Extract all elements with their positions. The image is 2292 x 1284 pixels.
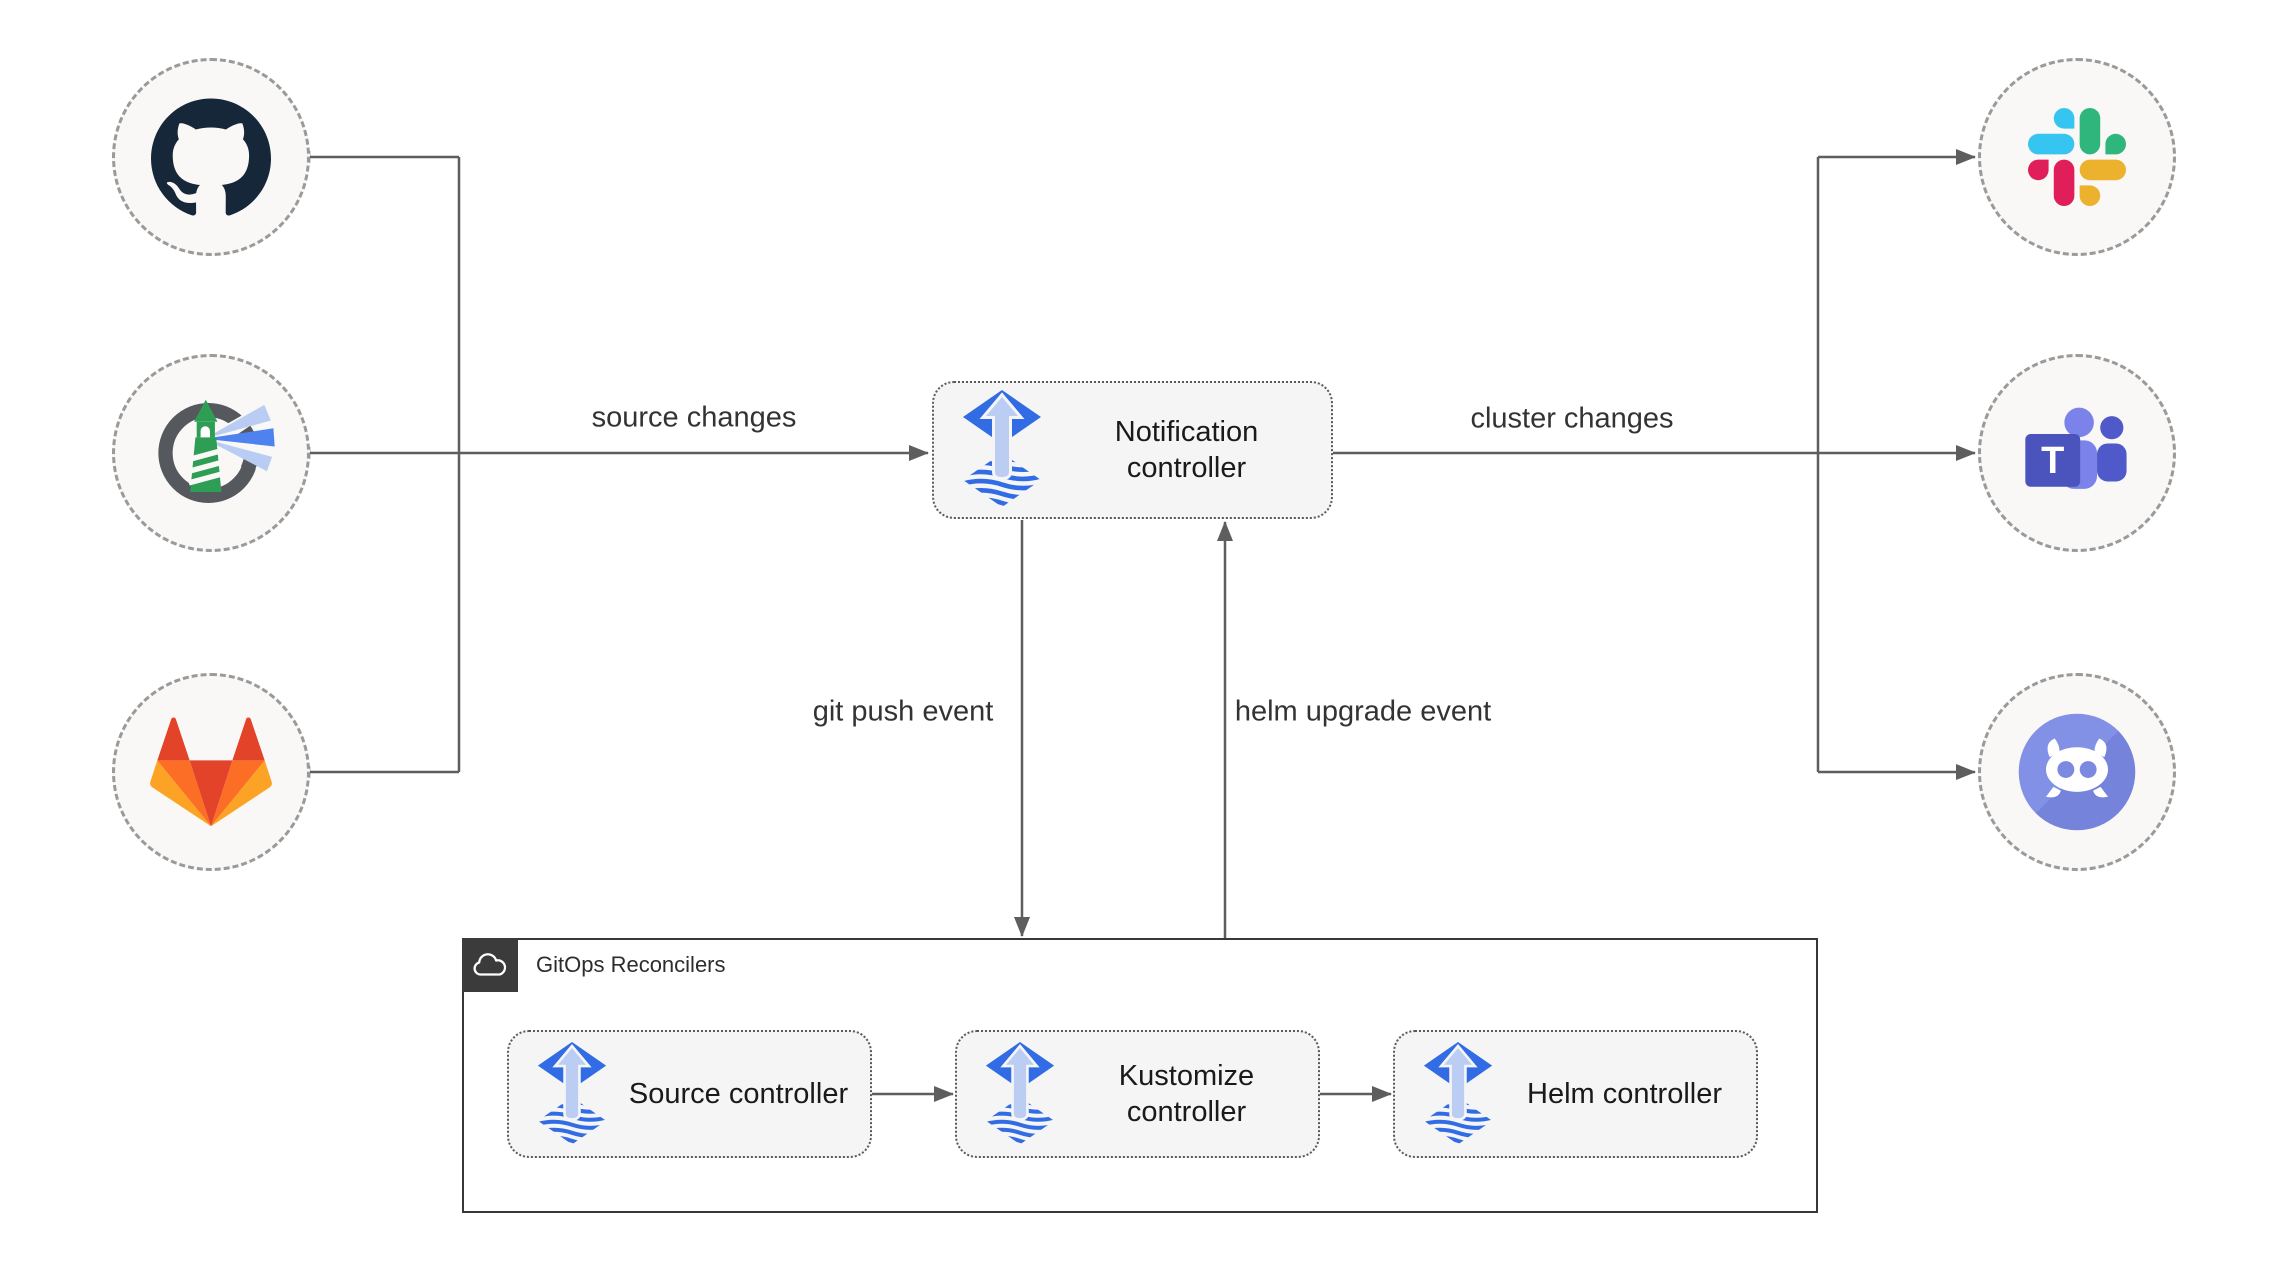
cloud-icon — [473, 953, 507, 976]
slack-icon — [2028, 108, 2126, 206]
source-node-github — [112, 58, 310, 256]
helm-controller-node: Helm controller — [1393, 1030, 1758, 1158]
source-controller-node: Source controller — [507, 1030, 872, 1158]
flux-icon — [963, 390, 1041, 507]
github-icon — [151, 98, 271, 216]
kustomize-controller-label: Kustomize controller — [1118, 1060, 1255, 1128]
gitlab-icon — [150, 717, 272, 827]
target-node-teams: T — [1978, 354, 2176, 552]
edge-label-helm-upgrade-event: helm upgrade event — [1234, 695, 1492, 728]
edge-label-cluster-changes: cluster changes — [1470, 402, 1674, 435]
group-tab — [462, 938, 518, 992]
gitops-reconcilers-group: GitOps Reconcilers — [462, 938, 1818, 1213]
svg-text:T: T — [2041, 440, 2064, 482]
source-controller-label: Source controller — [628, 1078, 849, 1110]
notification-controller-node: Notification controller — [932, 381, 1333, 519]
kustomize-controller-node: Kustomize controller — [955, 1030, 1320, 1158]
edge-label-source-changes: source changes — [591, 401, 797, 434]
flux-icon — [985, 1041, 1055, 1144]
helm-controller-label: Helm controller — [1527, 1078, 1722, 1110]
flux-icon — [1423, 1041, 1493, 1144]
discord-icon — [2018, 713, 2136, 831]
target-node-slack — [1978, 58, 2176, 256]
flux-icon — [537, 1041, 607, 1144]
source-node-gitlab — [112, 673, 310, 871]
edge-label-git-push-event: git push event — [812, 695, 994, 728]
source-node-harbor — [112, 354, 310, 552]
teams-icon: T — [2025, 407, 2127, 489]
group-title: GitOps Reconcilers — [536, 952, 726, 977]
notification-controller-label: Notification controller — [1114, 416, 1259, 484]
target-node-discord — [1978, 673, 2176, 871]
harbor-icon — [158, 396, 276, 504]
